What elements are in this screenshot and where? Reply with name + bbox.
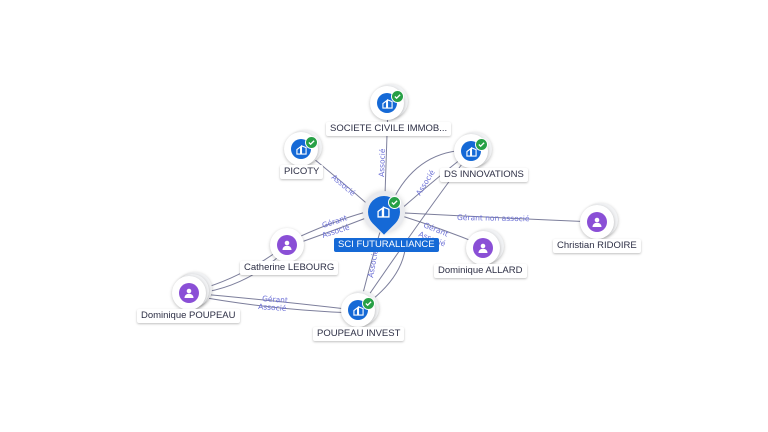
building-icon: [381, 98, 393, 109]
verified-icon: [391, 90, 404, 103]
edge-label-societe: Associé: [377, 148, 387, 177]
edge-label-picoty: Associé: [330, 173, 358, 198]
node-label-societe: SOCIETE CIVILE IMMOB...: [326, 122, 452, 136]
node-label-christian-ridoire: Christian RIDOIRE: [553, 239, 641, 253]
node-label-poupeau-invest: POUPEAU INVEST: [313, 327, 405, 341]
node-label-dominique-poupeau: Dominique POUPEAU: [137, 309, 240, 323]
edge-label-poupeau-2: Associé: [258, 302, 287, 313]
verified-icon: [362, 297, 375, 310]
person-icon: [478, 243, 488, 253]
building-icon: [295, 144, 307, 155]
person-icon: [592, 217, 602, 227]
verified-icon: [305, 136, 318, 149]
verified-icon: [475, 138, 488, 151]
building-icon: [465, 146, 477, 157]
node-label-catherine-lebourg: Catherine LEBOURG: [240, 261, 339, 275]
edge-label-poupeau-1: Gérant: [262, 294, 288, 305]
person-icon: [282, 240, 292, 250]
building-icon: [377, 206, 390, 218]
edge-label-ridoire: Gérant non associé: [457, 213, 530, 223]
edge-ridoire: [404, 212, 596, 223]
edge-label-ds: Associé: [414, 168, 437, 197]
center-node-label: SCI FUTURALLIANCE: [334, 238, 439, 252]
node-label-ds-innovations: DS INNOVATIONS: [440, 168, 528, 182]
verified-icon: [388, 196, 401, 209]
node-label-picoty: PICOTY: [280, 165, 324, 179]
building-icon: [352, 305, 364, 316]
person-icon: [184, 288, 194, 298]
node-label-dominique-allard: Dominique ALLARD: [434, 264, 527, 278]
edge-label-poupeau-invest: Associé: [366, 248, 380, 278]
